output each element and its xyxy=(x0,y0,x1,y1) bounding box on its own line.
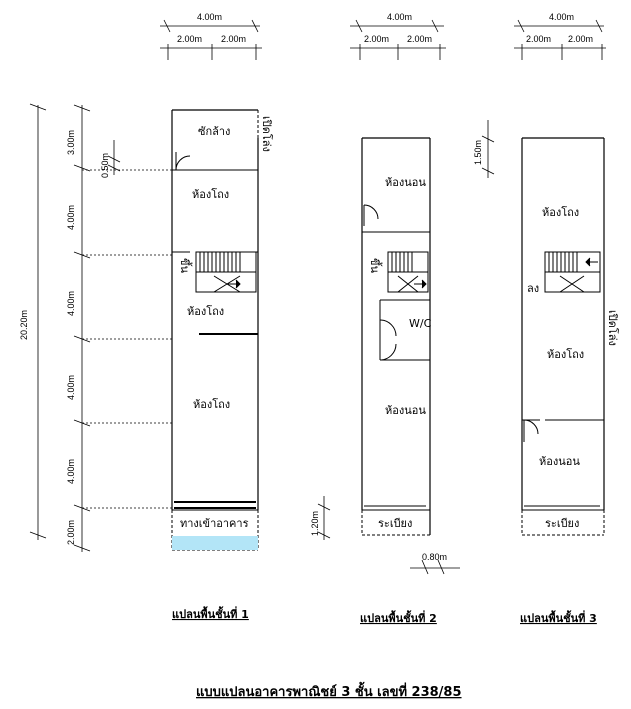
height-4m-d: 4.00m xyxy=(66,459,76,484)
f1-hall-c: ห้องโถง xyxy=(193,397,230,411)
f1-width-half-a: 2.00m xyxy=(177,34,202,44)
f1-laundry: ซักล้าง xyxy=(198,125,230,138)
f3-width-half-b: 2.00m xyxy=(568,34,593,44)
f1-entrance: ทางเข้าอาคาร xyxy=(180,517,249,530)
width-08m: 0.80m xyxy=(422,552,447,562)
floor3-plan xyxy=(521,137,605,536)
f1-open-grille: เปิดโล่ง xyxy=(260,116,274,152)
height-3m: 3.00m xyxy=(66,130,76,155)
f3-hall-a: ห้องโถง xyxy=(542,205,579,219)
floor2-labels: ห้องนอน ขึ้น W/C ห้องนอน ระเบียง แปลนพื้… xyxy=(360,176,437,625)
dimension-lines xyxy=(29,19,606,575)
f2-balcony: ระเบียง xyxy=(378,517,412,530)
f3-width-total: 4.00m xyxy=(549,12,574,22)
f2-width-total: 4.00m xyxy=(387,12,412,22)
height-4m-a: 4.00m xyxy=(66,205,76,230)
f1-up: ขึ้น xyxy=(178,258,193,274)
height-4m-c: 4.00m xyxy=(66,375,76,400)
total-height: 20.20m xyxy=(19,310,29,340)
f3-open-grille: เปิดโล่ง xyxy=(606,310,620,346)
entrance-shade xyxy=(172,536,258,550)
f3-width-half-a: 2.00m xyxy=(526,34,551,44)
drawing-title: แบบแปลนอาคารพาณิชย์ 3 ชั้น เลขที่ 238/85 xyxy=(196,681,462,700)
height-05m: 0.50m xyxy=(100,153,110,178)
f1-caption: แปลนพื้นชั้นที่ 1 xyxy=(172,606,249,621)
f3-balcony: ระเบียง xyxy=(545,517,579,530)
height-2m: 2.00m xyxy=(66,520,76,545)
f2-wc: W/C xyxy=(409,317,432,330)
f3-down: ลง xyxy=(527,282,539,295)
f2-caption: แปลนพื้นชั้นที่ 2 xyxy=(360,610,437,625)
floor1-plan xyxy=(171,109,259,551)
height-15m: 1.50m xyxy=(473,140,483,165)
floor3-labels: ห้องโถง ลง เปิดโล่ง ห้องโถง ห้องนอน ระเบ… xyxy=(520,205,620,625)
f1-width-total: 4.00m xyxy=(197,12,222,22)
f2-width-half-b: 2.00m xyxy=(407,34,432,44)
f3-bedroom: ห้องนอน xyxy=(539,455,580,468)
dimension-labels: 4.00m 2.00m 2.00m 4.00m 2.00m 2.00m 4.00… xyxy=(19,12,593,562)
f1-hall-a: ห้องโถง xyxy=(192,187,229,201)
f2-up: ขึ้น xyxy=(368,258,383,274)
f1-hall-b: ห้องโถง xyxy=(187,304,224,318)
floor1-stair-treads xyxy=(196,252,256,293)
floor1-labels: ซักล้าง เปิดโล่ง ห้องโถง ขึ้น ห้องโถง ห้… xyxy=(172,116,274,621)
f2-bedroom-a: ห้องนอน xyxy=(385,176,426,189)
floor2-plan xyxy=(361,137,431,536)
f1-width-half-b: 2.00m xyxy=(221,34,246,44)
f3-hall-b: ห้องโถง xyxy=(547,347,584,361)
f2-width-half-a: 2.00m xyxy=(364,34,389,44)
f3-caption: แปลนพื้นชั้นที่ 3 xyxy=(520,610,597,625)
height-4m-b: 4.00m xyxy=(66,291,76,316)
f2-bedroom-b: ห้องนอน xyxy=(385,404,426,417)
height-12m: 1.20m xyxy=(310,511,320,536)
